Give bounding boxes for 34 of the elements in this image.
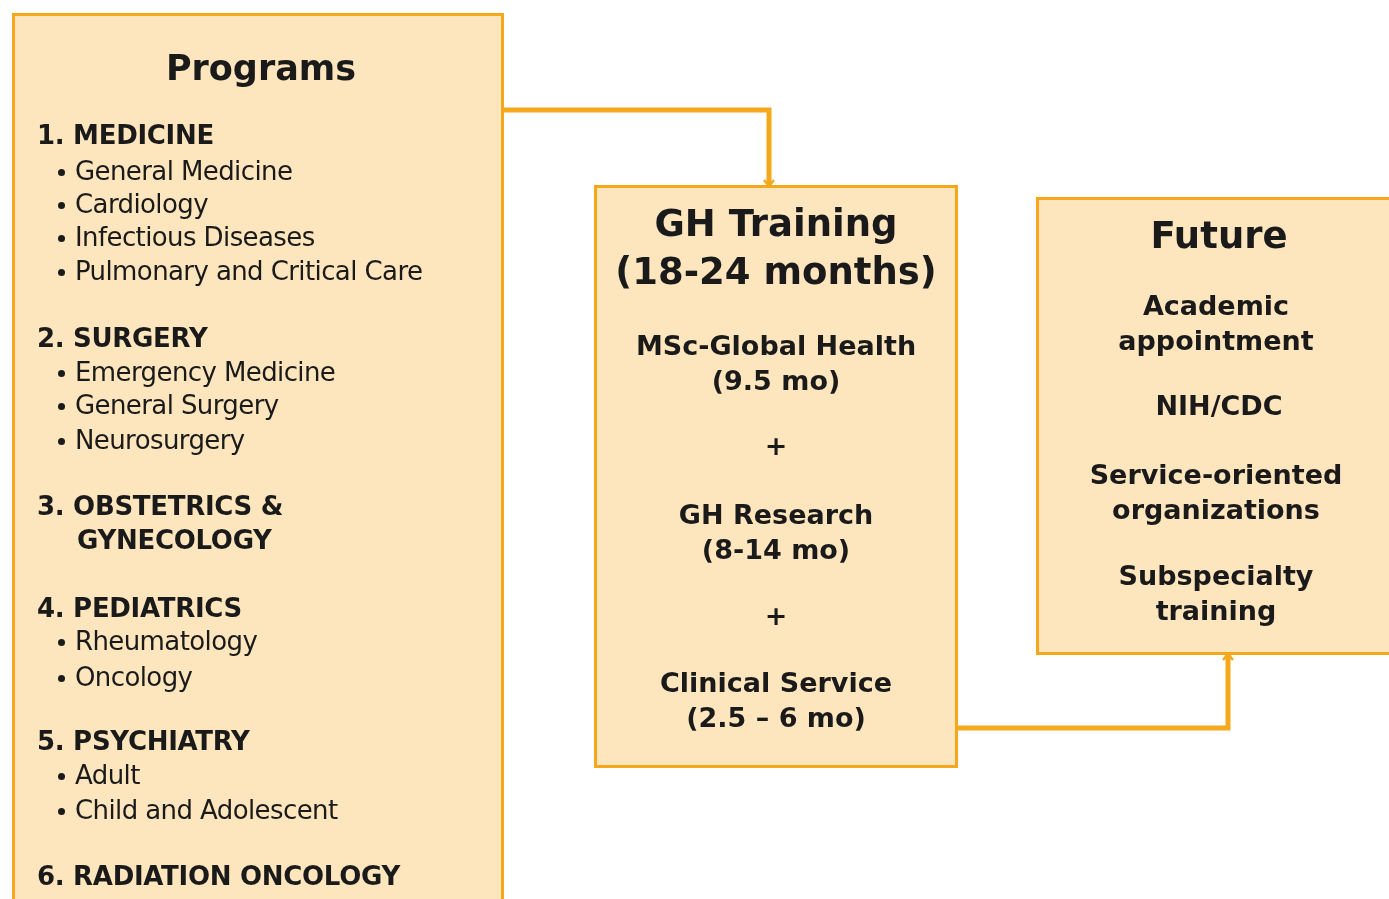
list-item: Adult bbox=[75, 760, 140, 790]
list-heading: 6. RADIATION ONCOLOGY bbox=[37, 860, 402, 893]
list-item: Cardiology bbox=[75, 189, 208, 219]
arrow bbox=[958, 652, 1235, 731]
arrow bbox=[504, 107, 776, 188]
outcome-box bbox=[1036, 197, 1389, 655]
text-line: Clinical Service (2.5 – 6 mo) bbox=[659, 666, 893, 736]
list-item: Oncology bbox=[75, 662, 193, 692]
text-line: Service-oriented organizations bbox=[1088, 458, 1344, 528]
program-box bbox=[12, 13, 504, 899]
text-line: MSc-Global Health (9.5 mo) bbox=[634, 329, 918, 399]
box-heading: Programs bbox=[164, 47, 358, 90]
text-line: NIH/CDC bbox=[1154, 389, 1284, 423]
list-heading: 5. PSYCHIATRY bbox=[37, 725, 251, 758]
text-line: + bbox=[763, 599, 789, 633]
list-heading: 4. PEDIATRICS bbox=[37, 592, 243, 625]
list-item: Child and Adolescent bbox=[75, 795, 338, 825]
list-item: General Medicine bbox=[75, 156, 293, 186]
box-heading: Future bbox=[1149, 213, 1289, 259]
list-item: Pulmonary and Critical Care bbox=[75, 256, 423, 286]
text-line: Academic appointment bbox=[1117, 289, 1315, 359]
list-item: Emergency Medicine bbox=[75, 357, 336, 387]
list-item: General Surgery bbox=[75, 390, 279, 420]
list-item: Neurosurgery bbox=[75, 425, 245, 455]
text-line: GH Research (8-14 mo) bbox=[677, 498, 875, 568]
text-line: Subspecialty training bbox=[1117, 559, 1315, 629]
text-line: + bbox=[763, 429, 789, 463]
list-item: Infectious Diseases bbox=[75, 222, 315, 252]
list-heading: 3. OBSTETRICS & GYNECOLOGY bbox=[37, 490, 285, 557]
list-heading: 1. MEDICINE bbox=[37, 119, 215, 152]
training-box bbox=[594, 185, 958, 768]
list-item: Rheumatology bbox=[75, 626, 258, 656]
box-heading: GH Training (18-24 months) bbox=[614, 201, 938, 296]
list-heading: 2. SURGERY bbox=[37, 322, 209, 355]
